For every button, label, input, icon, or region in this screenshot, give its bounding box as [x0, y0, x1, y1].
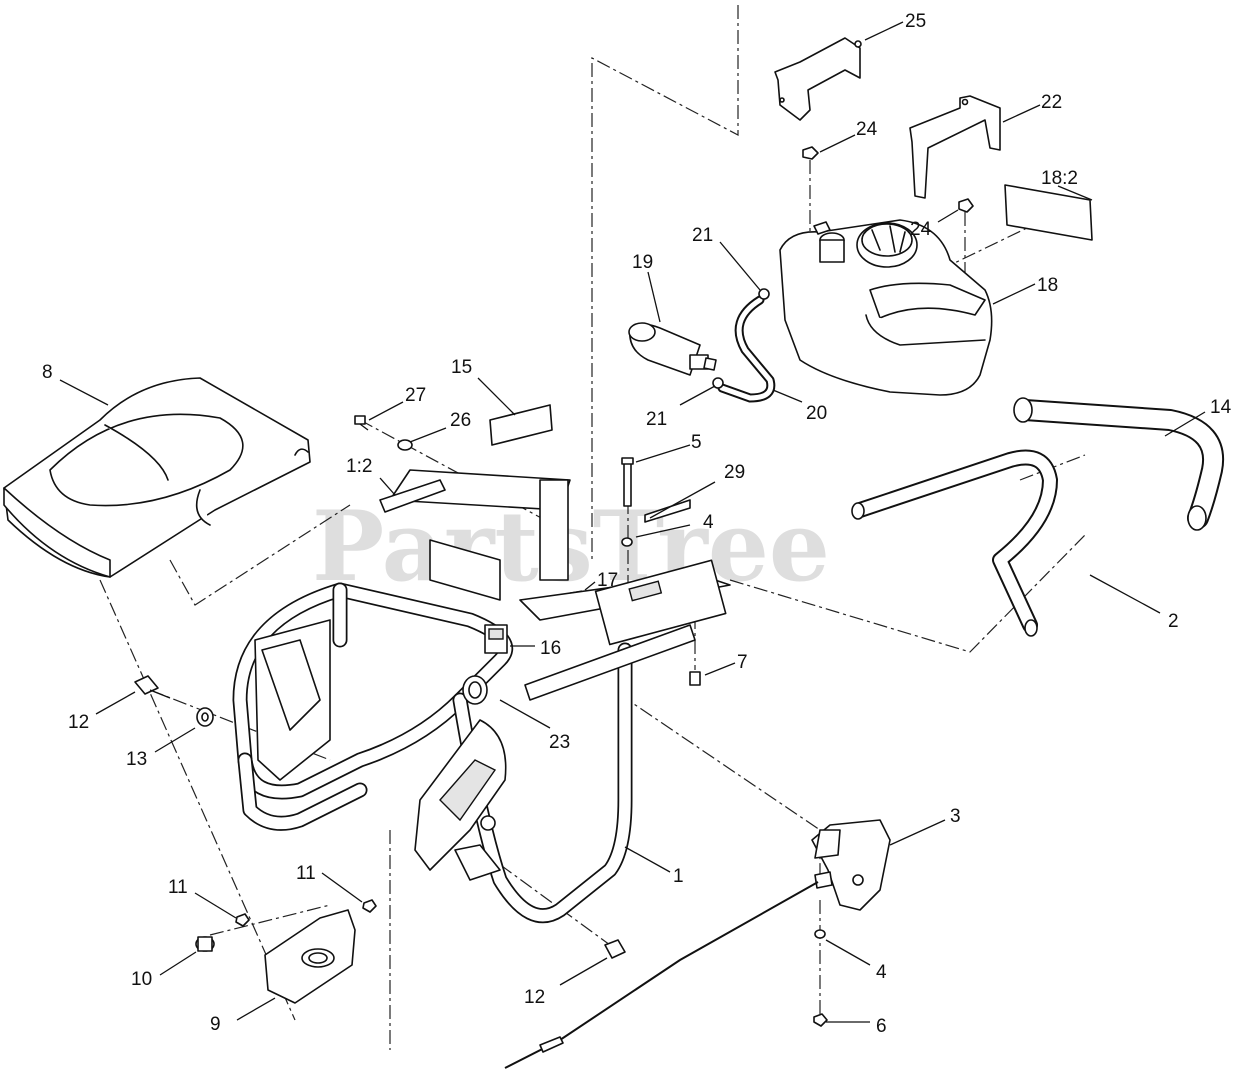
part-15-decal	[489, 404, 553, 446]
callout-7: 7	[737, 652, 748, 673]
callout-23: 23	[549, 732, 570, 753]
part-4-washer-top	[621, 537, 633, 547]
part-9-bracket	[264, 909, 356, 1004]
part-23-clamp	[462, 675, 488, 705]
watermark: PartsTree TM	[312, 487, 913, 603]
callout-12-bottom: 12	[524, 987, 545, 1008]
callout-24-bottom: 24	[910, 219, 932, 240]
alignment-line-cover-8	[169, 504, 351, 606]
callout-2: 2	[1168, 611, 1179, 632]
part-1-main-frame	[232, 469, 731, 924]
alignment-line-bushing-10	[209, 904, 331, 936]
part-11-nut-right	[362, 899, 377, 913]
part-22-bracket	[909, 95, 1001, 199]
part-25-bracket	[774, 37, 862, 121]
callout-18: 18	[1037, 275, 1058, 296]
part-18-2-decal	[1004, 184, 1093, 241]
part-27-screw	[354, 415, 369, 431]
callout-22: 22	[1041, 92, 1062, 113]
part-14-grip	[1013, 397, 1225, 531]
part-3-control	[504, 819, 891, 1069]
callout-15: 15	[451, 357, 472, 378]
part-7-screw	[689, 671, 701, 686]
alignment-line-bracket-9b	[99, 579, 296, 1021]
part-6-nut	[813, 1013, 828, 1027]
callout-labels: 1 1:2 2 3 4 4 5 6 7 8 9 10 11 11 12 12 1…	[42, 11, 1232, 1037]
callout-12-left: 12	[68, 712, 89, 733]
callout-21-top: 21	[692, 225, 713, 246]
callout-leaders	[59, 21, 1206, 1023]
callout-19: 19	[632, 252, 653, 273]
part-5-bolt	[621, 457, 634, 507]
callout-20: 20	[806, 403, 827, 424]
callout-21-bottom: 21	[646, 409, 667, 430]
part-13-washer	[196, 707, 214, 727]
part-2-handle	[851, 449, 1058, 637]
part-21-clamp-top	[758, 288, 770, 300]
callout-5: 5	[691, 432, 702, 453]
part-29-decal	[644, 499, 691, 523]
part-16-switch	[484, 624, 508, 654]
part-12-bolt-left	[134, 675, 171, 699]
part-21-clamp-bottom	[712, 377, 724, 389]
callout-8: 8	[42, 362, 53, 383]
callout-26: 26	[450, 410, 471, 431]
callout-9: 9	[210, 1014, 221, 1035]
callout-16: 16	[540, 638, 561, 659]
part-12-bolt-bottom	[604, 939, 626, 959]
part-24-nut-b	[958, 198, 974, 213]
part-19-fuel-filter	[628, 322, 717, 376]
callout-17: 17	[597, 570, 618, 591]
callout-18-2: 18:2	[1041, 168, 1078, 189]
part-17-screw	[569, 590, 583, 594]
callout-11-left: 11	[168, 877, 188, 898]
part-1-2-decal	[379, 479, 446, 513]
callout-3: 3	[950, 806, 961, 827]
callout-1-2: 1:2	[346, 456, 372, 477]
callout-4-bottom: 4	[876, 962, 887, 983]
callout-24-top: 24	[856, 119, 878, 140]
part-24-nut-a	[802, 146, 819, 160]
part-11-nut-left	[235, 913, 250, 927]
callout-6: 6	[876, 1016, 887, 1037]
part-4-washer-bottom	[814, 929, 826, 939]
callout-11-right: 11	[296, 863, 316, 884]
callout-29: 29	[724, 462, 745, 483]
watermark-text: PartsTree	[312, 490, 830, 603]
part-20-fuel-line	[717, 295, 776, 403]
callout-10: 10	[131, 969, 152, 990]
callout-14: 14	[1210, 397, 1232, 418]
part-18-fuel-tank	[779, 219, 993, 396]
callout-25: 25	[905, 11, 926, 32]
part-26-washer	[397, 439, 413, 451]
alignment-line-handle-2	[729, 534, 1086, 653]
callout-4-top: 4	[703, 512, 714, 533]
alignment-line-bracket-25	[591, 5, 739, 560]
callout-27: 27	[405, 385, 426, 406]
callout-1: 1	[673, 866, 684, 887]
alignment-line-control-3	[627, 690, 821, 880]
callout-13: 13	[126, 749, 147, 770]
part-8-cover	[3, 377, 311, 578]
part-10-bushing	[195, 936, 215, 952]
